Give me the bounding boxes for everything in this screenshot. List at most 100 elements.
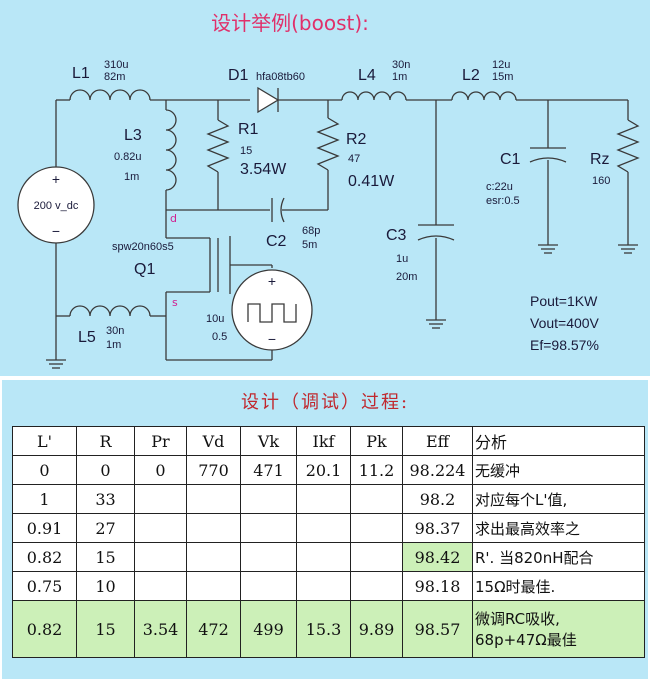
table-cell: 9.89 <box>350 600 403 658</box>
C3-value: 1u <box>396 253 408 265</box>
C3-name: C3 <box>386 227 407 244</box>
process-title: 设计（调试）过程: <box>240 392 410 413</box>
C2-name: C2 <box>266 233 287 250</box>
L1-esr: 82m <box>104 71 125 83</box>
svg-text:+: + <box>268 273 276 289</box>
table-cell: 770 <box>186 455 241 485</box>
source-node-label: s <box>172 296 178 309</box>
analysis-cell: 15Ω时最佳. <box>472 571 645 601</box>
square-wave-icon <box>247 303 297 323</box>
table-cell: 98.42 <box>402 542 473 572</box>
L2-esr: 15m <box>492 71 513 83</box>
table-cell: 499 <box>240 600 297 658</box>
table-cell: 0.91 <box>12 513 77 543</box>
table-cell: 3.54 <box>134 600 187 658</box>
L5-esr: 1m <box>106 339 121 351</box>
table-cell <box>134 571 187 601</box>
analysis-cell: R'. 当820nH配合 <box>472 542 645 572</box>
table-cell: 10 <box>76 571 135 601</box>
column-header: Vk <box>240 426 297 456</box>
table-cell <box>350 542 403 572</box>
L4-value: 30n <box>392 59 410 71</box>
R1-power: 3.54W <box>240 161 287 178</box>
table-cell: 98.57 <box>402 600 473 658</box>
column-header: L' <box>12 426 77 456</box>
table-cell <box>240 542 297 572</box>
column-header: R <box>76 426 135 456</box>
L4-esr: 1m <box>392 71 407 83</box>
L5-name: L5 <box>78 329 96 346</box>
column-header: Pr <box>134 426 187 456</box>
C1-esr: esr:0.5 <box>486 195 520 207</box>
column-header: 分析 <box>472 426 645 456</box>
L3-value: 0.82u <box>114 151 142 163</box>
analysis-cell: 对应每个L'值, <box>472 484 645 514</box>
L2-value: 12u <box>492 59 510 71</box>
C1-value: c:22u <box>486 181 513 193</box>
table-cell <box>350 571 403 601</box>
L3-esr: 1m <box>124 171 139 183</box>
table-cell: 1 <box>12 484 77 514</box>
table-cell <box>134 484 187 514</box>
L1-name: L1 <box>72 65 90 82</box>
table-cell <box>240 571 297 601</box>
pulse-source: + − <box>231 269 313 351</box>
R2-power: 0.41W <box>348 173 395 190</box>
table-cell: 98.18 <box>402 571 473 601</box>
table-cell <box>296 484 351 514</box>
table-cell <box>186 571 241 601</box>
L3-name: L3 <box>124 127 142 144</box>
table-cell <box>240 484 297 514</box>
L2-name: L2 <box>462 67 480 84</box>
R1-name: R1 <box>238 121 259 138</box>
table-cell <box>296 542 351 572</box>
table-cell <box>186 484 241 514</box>
table-cell <box>350 513 403 543</box>
C3-esr: 20m <box>396 271 417 283</box>
table-cell: 0.82 <box>12 542 77 572</box>
table-cell <box>186 513 241 543</box>
C2-esr: 5m <box>302 239 317 251</box>
drain-node-label: d <box>170 212 177 225</box>
table-cell <box>240 513 297 543</box>
table-cell <box>186 542 241 572</box>
column-header: Vd <box>186 426 241 456</box>
table-cell: 0.82 <box>12 600 77 658</box>
L1-value: 310u <box>104 59 128 71</box>
column-header: Eff <box>402 426 473 456</box>
svg-text:−: − <box>52 223 60 239</box>
result-pout: Pout=1KW <box>530 293 598 309</box>
table-cell <box>296 513 351 543</box>
table-cell: 0.75 <box>12 571 77 601</box>
dc-voltage-source: + − 200 v_dc <box>17 166 95 244</box>
C1-name: C1 <box>500 151 521 168</box>
table-cell: 33 <box>76 484 135 514</box>
L5-value: 30n <box>106 325 124 337</box>
table-cell <box>296 571 351 601</box>
table-cell <box>134 542 187 572</box>
R2-name: R2 <box>346 131 367 148</box>
result-vout: Vout=400V <box>530 315 600 331</box>
source-label: 200 v_dc <box>34 200 79 212</box>
column-header: Ikf <box>296 426 351 456</box>
schematic-title: 设计举例(boost): <box>211 11 369 35</box>
table-cell: 0 <box>12 455 77 485</box>
svg-text:+: + <box>52 171 60 187</box>
R2-value: 47 <box>348 153 360 165</box>
table-cell <box>350 484 403 514</box>
table-cell: 15 <box>76 600 135 658</box>
Rz-name: Rz <box>590 151 610 168</box>
analysis-cell: 微调RC吸收, 68p+47Ω最佳 <box>472 600 645 658</box>
result-ef: Ef=98.57% <box>530 337 599 353</box>
table-cell: 472 <box>186 600 241 658</box>
table-cell: 15 <box>76 542 135 572</box>
table-cell: 98.224 <box>402 455 473 485</box>
circuit-schematic: 设计举例(boost): <box>0 0 650 376</box>
pulse-period: 10u <box>206 313 224 325</box>
